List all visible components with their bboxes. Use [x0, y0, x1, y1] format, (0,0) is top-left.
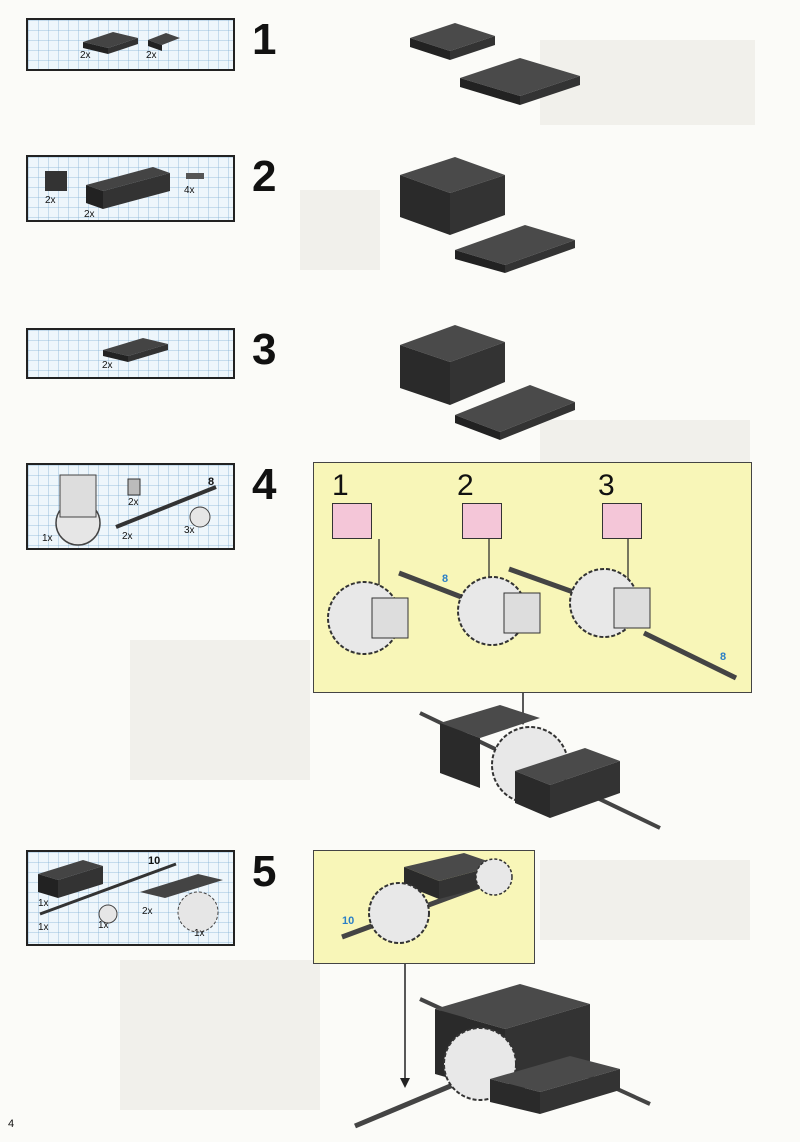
ghost-art [300, 190, 380, 270]
step-number: 3 [252, 325, 277, 374]
axle-length-label: 8 [442, 573, 449, 585]
substep-panel-step-5: 10 [313, 850, 535, 964]
part-qty: 2x [102, 360, 113, 371]
part-qty: 1x [194, 928, 205, 939]
part-qty: 1x [38, 922, 49, 933]
substep-number: 1 [332, 469, 349, 502]
model-step-1 [410, 23, 580, 105]
substep-number: 2 [457, 469, 474, 502]
parts-box-step-3: 2x [26, 328, 235, 379]
parts-box-step-2: 2x 2x 4x [26, 155, 235, 222]
callout-bevel-gear [462, 503, 502, 539]
parts-art-step-2 [45, 167, 204, 209]
axle-length-label: 10 [342, 915, 355, 927]
part-qty: 2x [146, 50, 157, 61]
axle-length-label: 10 [148, 855, 161, 867]
axle-length-label: 8 [720, 651, 727, 663]
parts-art-step-3 [103, 338, 168, 362]
axle-length-label: 8 [208, 476, 215, 488]
parts-art-step-5 [38, 860, 223, 933]
parts-box-step-1: 2x 2x [26, 18, 235, 71]
part-qty: 2x [45, 195, 56, 206]
ghost-art [130, 640, 310, 780]
ghost-art [540, 860, 750, 940]
step-number: 5 [252, 847, 277, 896]
part-qty: 2x [84, 209, 95, 220]
parts-box-step-4: 1x 2x 2x 3x 8 [26, 463, 235, 550]
substep-art-step-4 [327, 539, 738, 681]
part-qty: 1x [38, 898, 49, 909]
part-qty: 3x [184, 525, 195, 536]
substep-art-step-5 [341, 853, 513, 944]
model-step-5 [354, 964, 651, 1129]
ghost-art [120, 960, 320, 1110]
part-qty: 2x [80, 50, 91, 61]
part-qty: 2x [142, 906, 153, 917]
parts-art-step-1 [83, 32, 180, 54]
model-step-3 [400, 325, 575, 440]
part-qty: 1x [42, 533, 53, 544]
page-number: 4 [8, 1118, 15, 1130]
model-step-2 [400, 157, 575, 273]
part-qty: 2x [122, 531, 133, 542]
model-step-4 [419, 693, 661, 830]
substep-panel-step-4: 1 2 3 8 8 [313, 462, 752, 693]
step-number: 1 [252, 15, 277, 64]
callout-bevel-gear [332, 503, 372, 539]
callout-bevel-gear [602, 503, 642, 539]
step-number: 4 [252, 460, 277, 509]
part-qty: 2x [128, 497, 139, 508]
parts-box-step-5: 1x 1x 1x 2x 1x 10 [26, 850, 235, 946]
step-number: 2 [252, 152, 277, 201]
part-qty: 4x [184, 185, 195, 196]
parts-art-step-4 [55, 474, 217, 546]
substep-number: 3 [598, 469, 615, 502]
part-qty: 1x [98, 920, 109, 931]
